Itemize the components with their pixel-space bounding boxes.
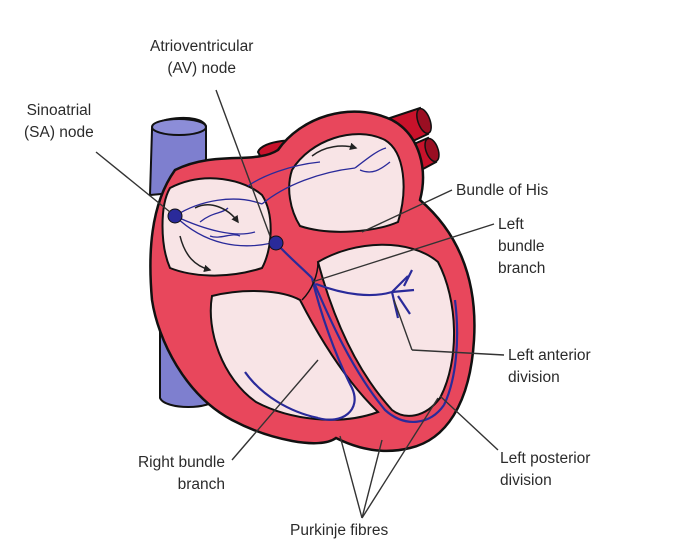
av-node — [268, 235, 284, 251]
left-atrium — [288, 133, 405, 233]
label-sa-node: Sinoatrial (SA) node — [24, 102, 94, 141]
left-ventricle — [316, 243, 456, 417]
label-purkinje-fibres: Purkinje fibres — [290, 522, 389, 539]
atrial-conduction-fibres — [174, 147, 391, 247]
label-left-anterior-division: Left anterior division — [508, 347, 591, 386]
flow-arrows — [179, 142, 358, 273]
label-left-bundle-branch: Left bundle branch — [498, 216, 546, 277]
leader-lines — [95, 89, 505, 519]
label-bundle-of-his: Bundle of His — [456, 182, 549, 199]
right-atrium — [161, 177, 272, 277]
label-left-posterior-division: Left posterior division — [500, 450, 591, 489]
label-right-bundle-branch: Right bundle branch — [137, 454, 225, 493]
label-av-node: Atrioventricular (AV) node — [150, 38, 254, 77]
sa-node — [167, 208, 183, 224]
right-ventricle — [209, 290, 380, 421]
